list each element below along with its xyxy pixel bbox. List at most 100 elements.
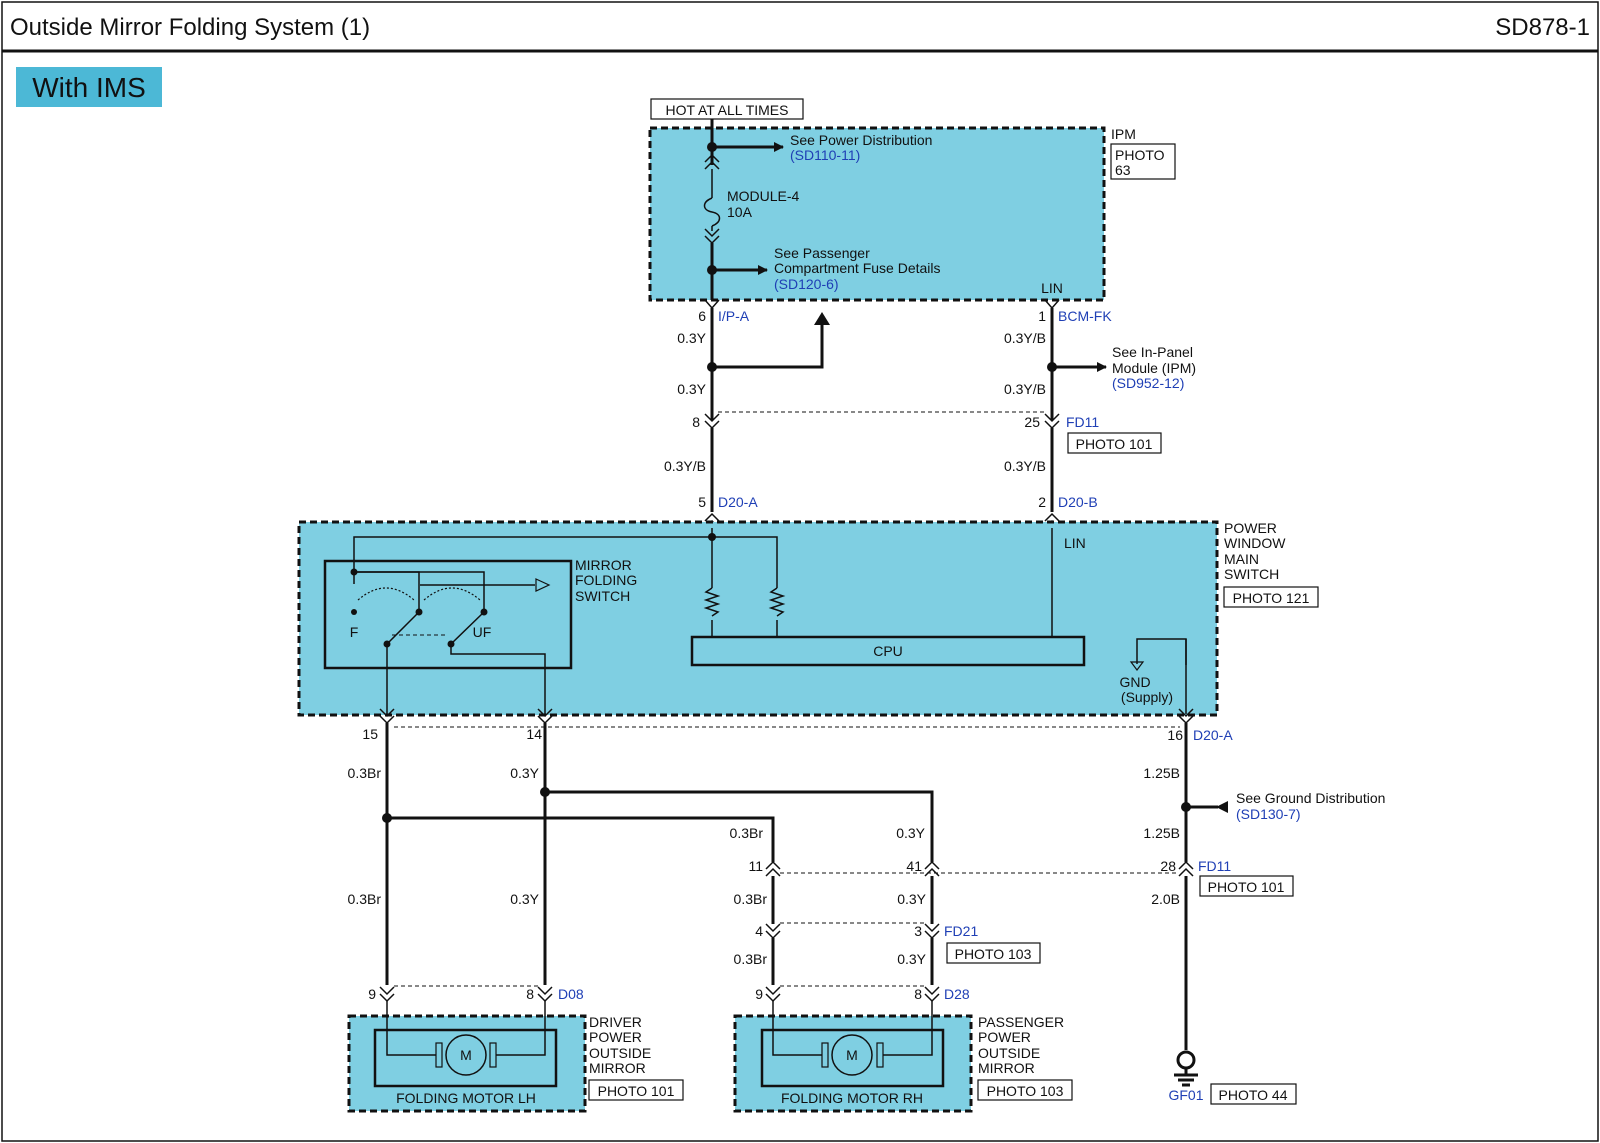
wire-label-03br-d: 0.3Br bbox=[734, 891, 768, 907]
pwms-photo: PHOTO 121 bbox=[1233, 590, 1310, 606]
d08-pin8-chevron bbox=[537, 986, 553, 1003]
page-code: SD878-1 bbox=[1495, 14, 1590, 41]
passenger-motor-lead-left bbox=[772, 1001, 822, 1056]
driver-mirror-line1: DRIVER bbox=[589, 1014, 642, 1030]
with-ims-badge bbox=[16, 67, 162, 107]
hot-at-all-times: HOT AT ALL TIMES bbox=[666, 102, 789, 118]
gnd-symbol bbox=[1129, 661, 1145, 671]
pwms-line1: POWER bbox=[1224, 520, 1277, 536]
gf01-label: GF01 bbox=[1168, 1087, 1203, 1103]
d08-connector: D08 bbox=[558, 986, 584, 1002]
resistor-left bbox=[703, 587, 721, 617]
wire-label-20b: 2.0B bbox=[1151, 891, 1180, 907]
fd11-lower-photo-box bbox=[1199, 875, 1294, 897]
switch-pos-uf: UF bbox=[473, 624, 492, 640]
wire-label-03y-g: 0.3Y bbox=[897, 951, 926, 967]
mirror-switch-line1: MIRROR bbox=[575, 557, 632, 573]
pwms-line2: WINDOW bbox=[1224, 535, 1286, 551]
ipa-connector: I/P-A bbox=[718, 308, 750, 324]
bcm-connector: BCM-FK bbox=[1058, 308, 1112, 324]
ipm-photo-line1: PHOTO bbox=[1115, 147, 1165, 163]
gf01-ground-ring bbox=[1176, 1050, 1196, 1070]
splice-left-branch bbox=[712, 315, 824, 369]
gf01-photo: PHOTO 44 bbox=[1219, 1087, 1288, 1103]
d20a-connector: D20-A bbox=[718, 494, 758, 510]
see-passenger-ref: (SD120-6) bbox=[774, 276, 839, 292]
d20b-connector: D20-B bbox=[1058, 494, 1098, 510]
gnd-supply-label: (Supply) bbox=[1121, 689, 1173, 705]
resistor-right bbox=[768, 587, 786, 617]
passenger-motor-icon bbox=[831, 1034, 873, 1076]
see-passenger: See Passenger bbox=[774, 245, 870, 261]
switch-operation-arrow bbox=[535, 578, 551, 592]
switch-out-right bbox=[450, 644, 546, 714]
cpu-box bbox=[690, 635, 1086, 667]
wire-label-03y-e: 0.3Y bbox=[896, 825, 925, 841]
wire-label-03yb-b: 0.3Y/B bbox=[1004, 330, 1046, 346]
wire-03y-to-fd11 bbox=[545, 790, 934, 862]
wire-label-03y-d: 0.3Y bbox=[510, 891, 539, 907]
wire-label-03br-b: 0.3Br bbox=[348, 891, 382, 907]
fd21-pin-4: 4 bbox=[755, 923, 763, 939]
see-in-panel-ref: (SD952-12) bbox=[1112, 375, 1184, 391]
see-ground-distribution: See Ground Distribution bbox=[1236, 790, 1385, 806]
fd21-connector: FD21 bbox=[944, 923, 978, 939]
driver-motor-m: M bbox=[460, 1047, 472, 1063]
d08-pin9-chevron bbox=[379, 986, 395, 1003]
passenger-motor-label: FOLDING MOTOR RH bbox=[781, 1090, 923, 1106]
fd11-pin-11: 11 bbox=[748, 858, 763, 874]
pwms-line3: MAIN bbox=[1224, 551, 1259, 567]
fd11-pin28-chevron bbox=[1178, 860, 1194, 877]
switch-terminal-f bbox=[351, 609, 357, 615]
see-in-panel: See In-Panel bbox=[1112, 344, 1193, 360]
bcm-pin: 1 bbox=[1038, 308, 1046, 324]
cpu-label: CPU bbox=[873, 643, 903, 659]
ipm-lin-label: LIN bbox=[1041, 280, 1063, 296]
ipm-label: IPM bbox=[1111, 126, 1136, 142]
passenger-motor-brush-left bbox=[821, 1042, 829, 1068]
fd11-connector: FD11 bbox=[1066, 414, 1099, 430]
gf01-photo-box bbox=[1210, 1083, 1297, 1105]
wire-label-125b-a: 1.25B bbox=[1143, 765, 1180, 781]
pwms-internal-bus bbox=[353, 536, 778, 588]
wire-label-03y-f: 0.3Y bbox=[897, 891, 926, 907]
d20a-pin-5: 5 bbox=[698, 494, 706, 510]
driver-motor-icon bbox=[445, 1034, 487, 1076]
wire-03br-to-fd11 bbox=[387, 816, 775, 862]
gnd-supply-wire bbox=[1136, 638, 1187, 714]
d20a-pin-14: 14 bbox=[526, 726, 542, 742]
switch-blade-left bbox=[386, 611, 420, 645]
with-ims-label: With IMS bbox=[32, 72, 146, 103]
hot-at-all-times-box bbox=[650, 98, 804, 120]
fd21-pin3-chevron bbox=[924, 923, 940, 940]
d28-pin-8: 8 bbox=[914, 986, 922, 1002]
passenger-motor-m: M bbox=[846, 1047, 858, 1063]
d28-pin9-chevron bbox=[765, 986, 781, 1003]
passenger-motor-lead-right bbox=[883, 1001, 933, 1056]
fd11-pin-25: 25 bbox=[1024, 414, 1040, 430]
wire-label-03y-a: 0.3Y bbox=[677, 330, 706, 346]
driver-mirror-line4: MIRROR bbox=[589, 1060, 646, 1076]
driver-mirror-photo: PHOTO 101 bbox=[598, 1083, 675, 1099]
see-power-distribution-ref: (SD110-11) bbox=[790, 147, 860, 163]
pwms-photo-box bbox=[1223, 586, 1319, 608]
fd21-pin-3: 3 bbox=[914, 923, 922, 939]
mirror-switch-line2: FOLDING bbox=[575, 572, 637, 588]
switch-blade-right bbox=[450, 611, 485, 645]
d20b-pin-2: 2 bbox=[1038, 494, 1046, 510]
fd21-photo: PHOTO 103 bbox=[955, 946, 1032, 962]
fuse-icon bbox=[703, 197, 721, 227]
power-window-main-switch-box bbox=[297, 520, 1219, 717]
wire-label-03yb-c: 0.3Y/B bbox=[1004, 381, 1046, 397]
wire-label-03br-c: 0.3Br bbox=[730, 825, 764, 841]
fd11-pin11-chevron bbox=[765, 860, 781, 877]
fd11-pin-28: 28 bbox=[1160, 858, 1176, 874]
fd11-photo-box bbox=[1067, 432, 1162, 454]
wire-label-03br-e: 0.3Br bbox=[734, 951, 768, 967]
see-in-panel-module: Module (IPM) bbox=[1112, 360, 1196, 376]
driver-motor-brush-right bbox=[489, 1042, 497, 1068]
see-passenger-compartment: Compartment Fuse Details bbox=[774, 260, 941, 276]
d28-pin8-chevron bbox=[924, 986, 940, 1003]
passenger-mirror-photo-box bbox=[977, 1079, 1073, 1101]
fd11-pin-41: 41 bbox=[906, 858, 922, 874]
